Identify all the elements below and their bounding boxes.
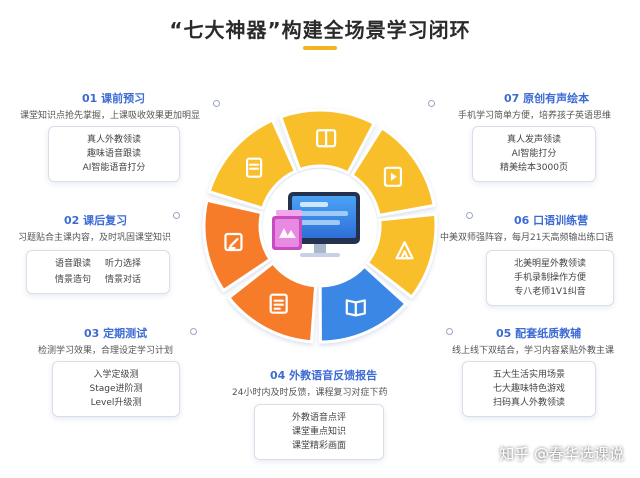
module-07-box: 真人发声领读 AI智能打分 精美绘本3000页 xyxy=(472,126,596,182)
page-title: “七大神器”构建全场景学习闭环 xyxy=(169,18,471,42)
module-02-item: 情景对话 xyxy=(105,275,142,285)
module-04-item: 课堂重点知识 xyxy=(291,427,346,437)
module-04-desc: 24小时内及时反馈，课程复习对症下药 xyxy=(232,388,388,398)
connector-dot xyxy=(190,328,197,335)
module-01-item: 趣味语音跟读 xyxy=(86,149,141,159)
module-01-heading: 01 课前预习 xyxy=(82,92,146,105)
module-03-box: 入学定级测 Stage进阶测 Level升级测 xyxy=(52,361,180,417)
module-07-desc: 手机学习简单方便，培养孩子英语思维 xyxy=(458,111,612,121)
module-02-desc: 习题贴合主课内容，及时巩固课堂知识 xyxy=(18,233,172,243)
module-02-row: 情景造句 情景对话 xyxy=(27,272,169,288)
document-icon xyxy=(245,157,263,178)
wheel-segment xyxy=(349,125,436,218)
book-stack-icon xyxy=(272,210,302,250)
module-07-heading: 07 原创有声绘本 xyxy=(504,92,590,105)
module-02-item: 情景造句 xyxy=(54,275,91,285)
module-06-desc: 中美双师强阵容，每月21天高频输出练口语 xyxy=(440,233,614,243)
module-07-item: AI智能打分 xyxy=(511,149,557,159)
module-02-box: 语音跟读 听力选择 情景造句 情景对话 xyxy=(26,250,170,294)
wheel-segments xyxy=(202,108,438,344)
module-07-item: 精美绘本3000页 xyxy=(500,163,568,173)
module-04-item: 课堂精彩画面 xyxy=(291,441,346,451)
module-01-item: 真人外教领读 xyxy=(86,135,141,145)
module-06-item: 北美明星外教领读 xyxy=(513,259,586,269)
connector-dot xyxy=(466,212,473,219)
open-book-icon xyxy=(345,299,366,317)
module-02-item: 语音跟读 xyxy=(54,259,91,269)
watermark: 知乎 @春华选课说 xyxy=(499,445,624,463)
wheel-segment xyxy=(318,264,409,344)
module-04-box: 外教语音点评 课堂重点知识 课堂精彩画面 xyxy=(254,404,384,460)
module-01-item: AI智能语音打分 xyxy=(82,163,146,173)
connector-dot xyxy=(173,212,180,219)
connector-dot xyxy=(213,100,220,107)
module-06-heading: 06 口语训练营 xyxy=(514,214,589,227)
report-icon xyxy=(269,293,288,314)
module-06-box: 北美明星外教领读 手机录制操作方便 专八老师1V1纠音 xyxy=(486,250,614,306)
video-icon xyxy=(383,166,403,187)
tent-icon xyxy=(395,241,414,260)
module-02-row: 语音跟读 听力选择 xyxy=(27,256,169,272)
module-03-item: 入学定级测 xyxy=(93,370,139,380)
wheel-segment xyxy=(202,198,273,293)
module-05-desc: 线上线下双结合，学习内容紧贴外教主课 xyxy=(452,346,615,356)
wheel-segment xyxy=(226,260,318,344)
module-03-heading: 03 定期测试 xyxy=(84,327,148,340)
module-03-item: Stage进阶测 xyxy=(89,384,143,394)
module-06-item: 手机录制操作方便 xyxy=(513,273,586,283)
module-03-item: Level升级测 xyxy=(90,398,142,408)
module-01-box: 真人外教领读 趣味语音跟读 AI智能语音打分 xyxy=(48,126,180,182)
module-07-item: 真人发声领读 xyxy=(506,135,561,145)
computer-icon xyxy=(288,192,360,257)
book-icon xyxy=(316,129,337,148)
connector-dot xyxy=(446,328,453,335)
module-06-item: 专八老师1V1纠音 xyxy=(514,287,586,297)
title-underline xyxy=(303,46,337,50)
module-05-item: 五大生活实用场景 xyxy=(492,370,565,380)
segment-icons xyxy=(224,129,414,317)
module-02-heading: 02 课后复习 xyxy=(64,214,128,227)
module-05-box: 五大生活实用场景 七大趣味特色游戏 扫码真人外教领读 xyxy=(462,361,596,417)
module-04-item: 外教语音点评 xyxy=(291,413,346,423)
module-03-desc: 检测学习效果，合理设定学习计划 xyxy=(38,346,174,356)
module-05-item: 扫码真人外教领读 xyxy=(492,398,565,408)
wheel-segment xyxy=(278,108,377,175)
connector-dot xyxy=(428,100,435,107)
module-04-heading: 04 外教语音反馈报告 xyxy=(270,369,378,382)
module-02-item: 听力选择 xyxy=(105,259,142,269)
module-05-item: 七大趣味特色游戏 xyxy=(492,384,565,394)
module-05-heading: 05 配套纸质教辅 xyxy=(496,327,582,340)
module-01-desc: 课堂知识点抢先掌握，上课吸收效果更加明显 xyxy=(20,111,201,121)
edit-icon xyxy=(224,232,243,252)
